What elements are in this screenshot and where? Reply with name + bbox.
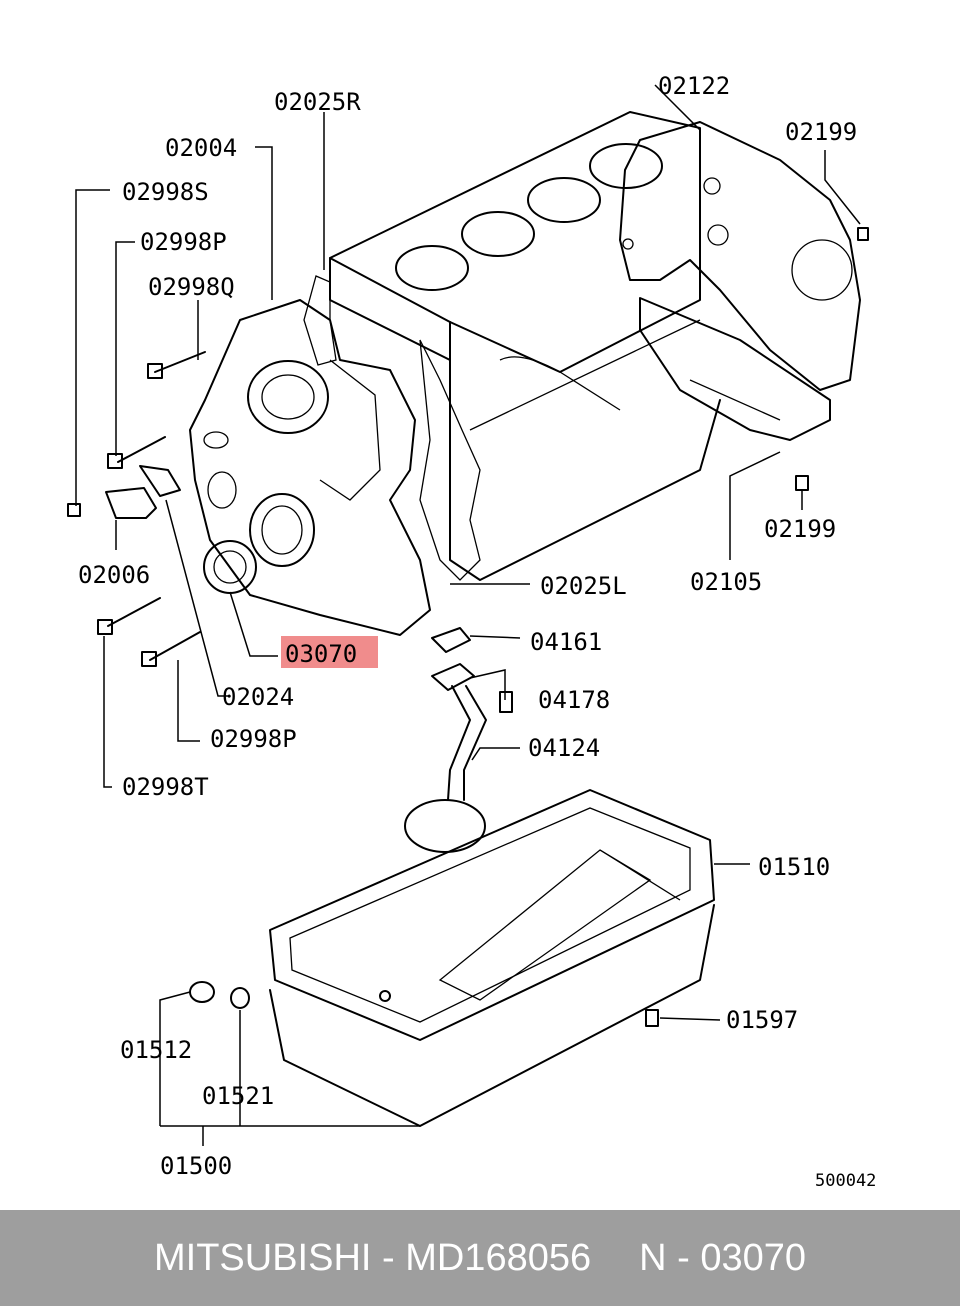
callout-04124: 04124 [528, 734, 600, 762]
leader-lines [75, 84, 861, 1146]
front-case [189, 299, 431, 636]
callout-02998S: 02998S [122, 178, 209, 206]
callout-01512: 01512 [120, 1036, 192, 1064]
engine-block [329, 111, 721, 581]
exploded-parts-diagram: 02025R 02004 02998S 02998P 02998Q 02006 … [67, 72, 876, 1191]
callout-02025R: 02025R [274, 88, 361, 116]
callout-02024: 02024 [222, 683, 294, 711]
highlight-box [281, 636, 378, 668]
callout-04161: 04161 [530, 628, 602, 656]
oil-pan [269, 789, 715, 1127]
reference-number: N - 03070 [639, 1236, 807, 1279]
callout-03070: 03070 [285, 640, 357, 668]
callout-02004: 02004 [165, 134, 237, 162]
callout-01510: 01510 [758, 853, 830, 881]
oil-strainer [404, 627, 513, 853]
callout-04178: 04178 [538, 686, 610, 714]
callout-02199-top: 02199 [785, 118, 857, 146]
callout-01597: 01597 [726, 1006, 798, 1034]
rear-seal-case [639, 297, 831, 441]
left-fasteners [67, 351, 206, 667]
callout-01500: 01500 [160, 1152, 232, 1180]
brand-part-number: MITSUBISHI - MD168056 [153, 1236, 592, 1279]
part-info-footer: MITSUBISHI - MD168056 N - 03070 [0, 1210, 960, 1306]
callout-02998P-top: 02998P [140, 228, 227, 256]
callout-01521: 01521 [202, 1082, 274, 1110]
callout-02122: 02122 [658, 72, 730, 100]
drain-plug [189, 227, 869, 1027]
callout-02998P-bottom: 02998P [210, 725, 297, 753]
callout-02006: 02006 [78, 561, 150, 589]
callout-02199-mid: 02199 [764, 515, 836, 543]
gaskets [303, 275, 481, 581]
diagram-code: 500042 [815, 1171, 876, 1191]
rear-plate [619, 121, 861, 391]
callout-02025L: 02025L [540, 572, 627, 600]
callout-02998Q: 02998Q [148, 273, 235, 301]
callout-02105: 02105 [690, 568, 762, 596]
callout-02998T: 02998T [122, 773, 209, 801]
